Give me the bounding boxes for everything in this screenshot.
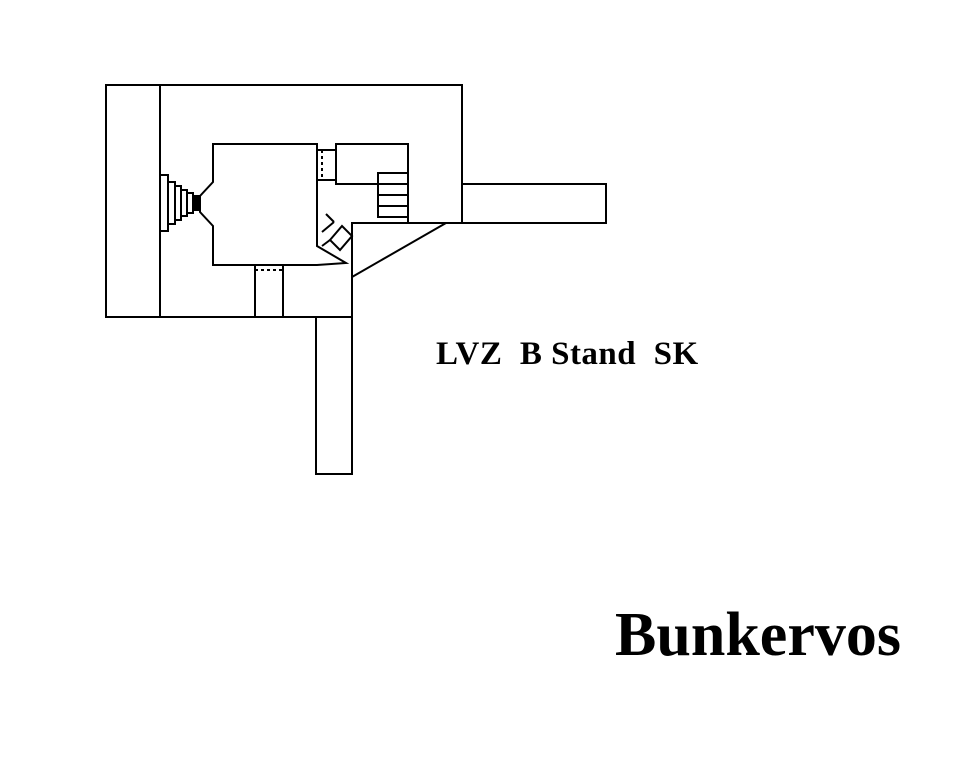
staircase bbox=[377, 144, 409, 223]
ammo-room bbox=[335, 143, 409, 185]
gun-embrasure bbox=[159, 174, 201, 232]
casemate-room bbox=[199, 143, 350, 266]
observation-niche bbox=[321, 213, 354, 252]
ramp-triangle bbox=[351, 222, 450, 278]
entrance-passage bbox=[254, 265, 284, 317]
plan-label: LVZ B Stand SK bbox=[436, 336, 699, 372]
watermark-text: Bunkervos bbox=[615, 601, 901, 669]
